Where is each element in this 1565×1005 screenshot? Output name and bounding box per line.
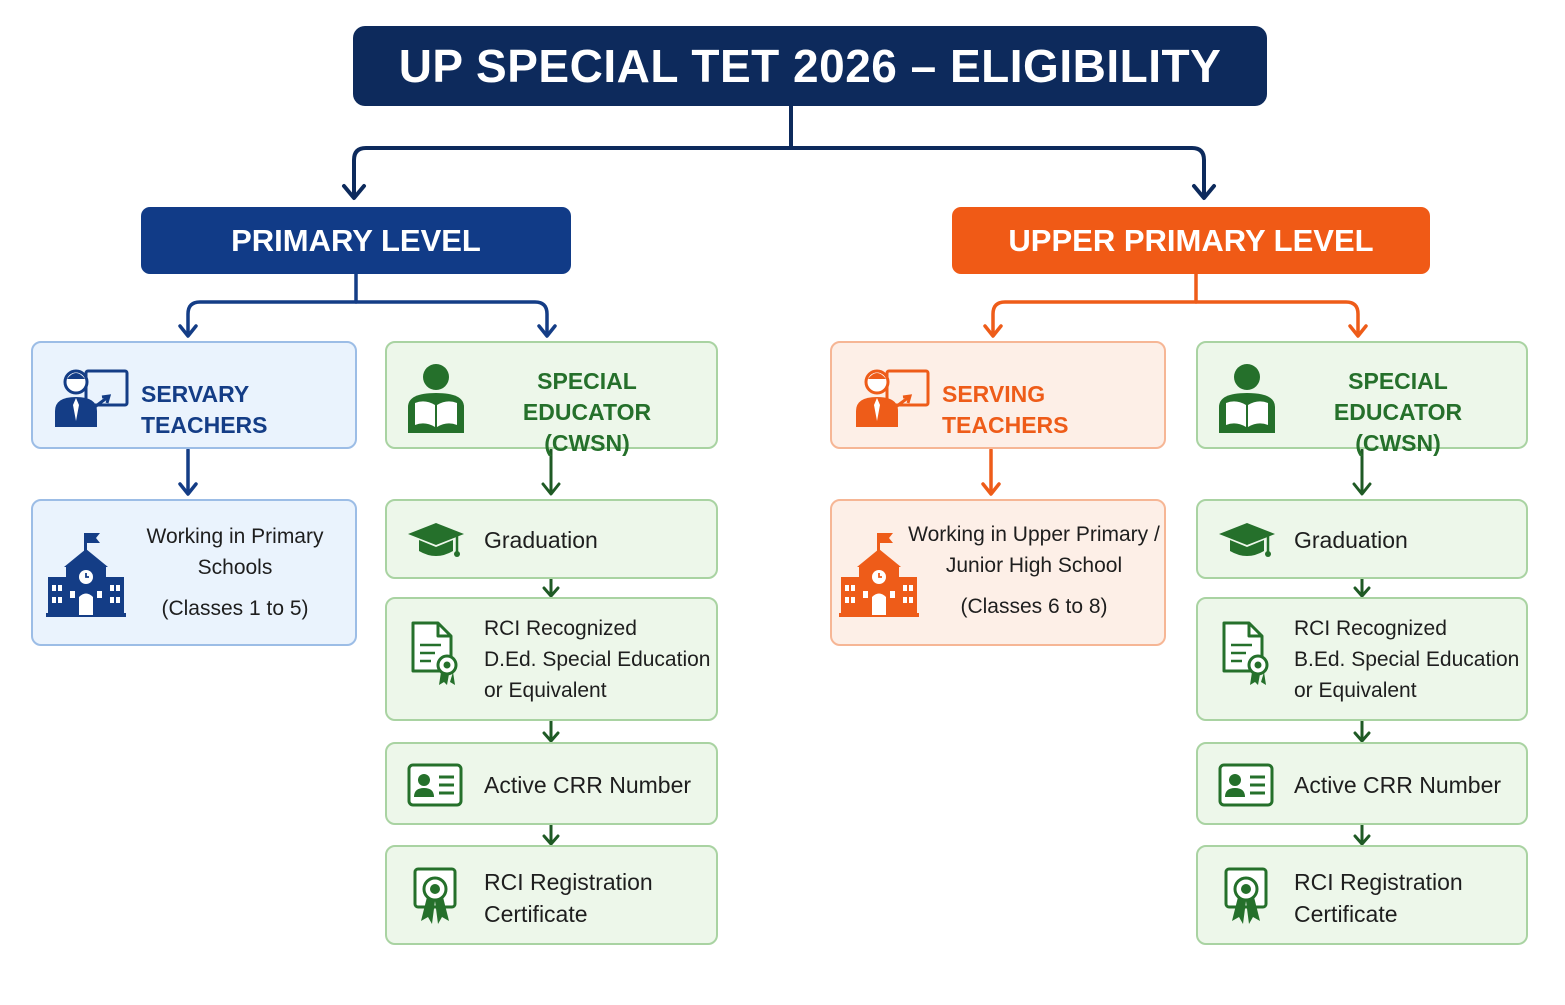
primary-cert-line-2: Certificate	[484, 901, 588, 927]
upper-rci-certificate-step: RCI Registration Certificate	[1196, 845, 1528, 945]
student-reading-icon	[408, 364, 464, 433]
primary-detail-line-1: Working in Primary	[146, 525, 324, 548]
upper-rci-recognized-step: RCI Recognized B.Ed. Special Education o…	[1196, 597, 1528, 721]
upper-crr-step: Active CRR Number	[1196, 742, 1528, 825]
graduation-cap-icon	[408, 523, 464, 557]
upper-detail-line-3: (Classes 6 to 8)	[960, 595, 1108, 618]
primary-graduation-step: Graduation	[385, 499, 718, 579]
upper-detail-line-2: Junior High School	[945, 554, 1123, 577]
primary-special-educator-card: SPECIAL EDUCATOR (CWSN)	[385, 341, 718, 456]
award-certificate-icon	[1224, 867, 1268, 924]
primary-cert-text: RCI Registration Certificate	[484, 866, 653, 930]
graduation-cap-icon	[1219, 523, 1275, 557]
upper-cert-line-1: RCI Registration	[1294, 869, 1463, 895]
id-card-icon	[1218, 763, 1274, 807]
school-building-icon	[839, 533, 919, 617]
upper-serving-teachers-card: SERVING TEACHERS	[830, 341, 1166, 449]
primary-crr-step: Active CRR Number	[385, 742, 718, 825]
upper-rci-line-1: RCI Recognized	[1294, 617, 1447, 640]
primary-crr-label: Active CRR Number	[484, 772, 692, 798]
primary-detail-line-2: Schools	[197, 556, 273, 579]
primary-level-header: PRIMARY LEVEL	[141, 207, 571, 274]
award-certificate-icon	[413, 867, 457, 924]
primary-special-title-line-1: SPECIAL EDUCATOR	[522, 368, 652, 425]
primary-rci-line-2: D.Ed. Special Education	[484, 648, 711, 671]
upper-special-title-line-1: SPECIAL EDUCATOR	[1333, 368, 1463, 425]
primary-detail-line-3: (Classes 1 to 5)	[161, 597, 309, 620]
primary-rci-recognized-step: RCI Recognized D.Ed. Special Education o…	[385, 597, 718, 721]
primary-cert-line-1: RCI Registration	[484, 869, 653, 895]
primary-rci-certificate-step: RCI Registration Certificate	[385, 845, 718, 945]
upper-cert-text: RCI Registration Certificate	[1294, 866, 1463, 930]
primary-rci-line-3: or Equivalent	[484, 679, 607, 702]
upper-special-title: SPECIAL EDUCATOR (CWSN)	[1288, 366, 1508, 459]
upper-special-title-line-2: (CWSN)	[1355, 430, 1441, 456]
certificate-document-icon	[411, 621, 458, 685]
upper-serving-detail: Working in Upper Primary / Junior High S…	[906, 519, 1162, 622]
primary-rci-text: RCI Recognized D.Ed. Special Education o…	[484, 613, 710, 706]
primary-special-title-line-2: (CWSN)	[544, 430, 630, 456]
primary-rci-line-1: RCI Recognized	[484, 617, 637, 640]
upper-rci-line-2: B.Ed. Special Education	[1294, 648, 1520, 671]
page-title: UP SPECIAL TET 2026 – ELIGIBILITY	[353, 26, 1267, 106]
primary-serving-teachers-card: SERVARY TEACHERS	[31, 341, 357, 449]
primary-serving-detail: Working in Primary Schools (Classes 1 to…	[129, 521, 341, 624]
teacher-icon	[55, 369, 129, 427]
upper-crr-label: Active CRR Number	[1294, 772, 1502, 798]
upper-graduation-label: Graduation	[1294, 527, 1408, 553]
upper-special-educator-card: SPECIAL EDUCATOR (CWSN)	[1196, 341, 1528, 456]
teacher-icon	[856, 369, 930, 427]
primary-graduation-label: Graduation	[484, 527, 598, 553]
upper-primary-level-header: UPPER PRIMARY LEVEL	[952, 207, 1430, 274]
upper-rci-line-3: or Equivalent	[1294, 679, 1417, 702]
upper-serving-detail-card: Working in Upper Primary / Junior High S…	[830, 499, 1166, 646]
upper-rci-text: RCI Recognized B.Ed. Special Education o…	[1294, 613, 1519, 706]
certificate-document-icon	[1222, 621, 1269, 685]
upper-cert-line-2: Certificate	[1294, 901, 1398, 927]
primary-special-title: SPECIAL EDUCATOR (CWSN)	[477, 366, 697, 459]
upper-graduation-step: Graduation	[1196, 499, 1528, 579]
school-building-icon	[46, 533, 126, 617]
upper-detail-line-1: Working in Upper Primary /	[908, 523, 1160, 546]
primary-serving-detail-card: Working in Primary Schools (Classes 1 to…	[31, 499, 357, 646]
student-reading-icon	[1219, 364, 1275, 433]
id-card-icon	[407, 763, 463, 807]
primary-serving-title: SERVARY TEACHERS	[141, 381, 268, 438]
upper-serving-title: SERVING TEACHERS	[942, 381, 1069, 438]
